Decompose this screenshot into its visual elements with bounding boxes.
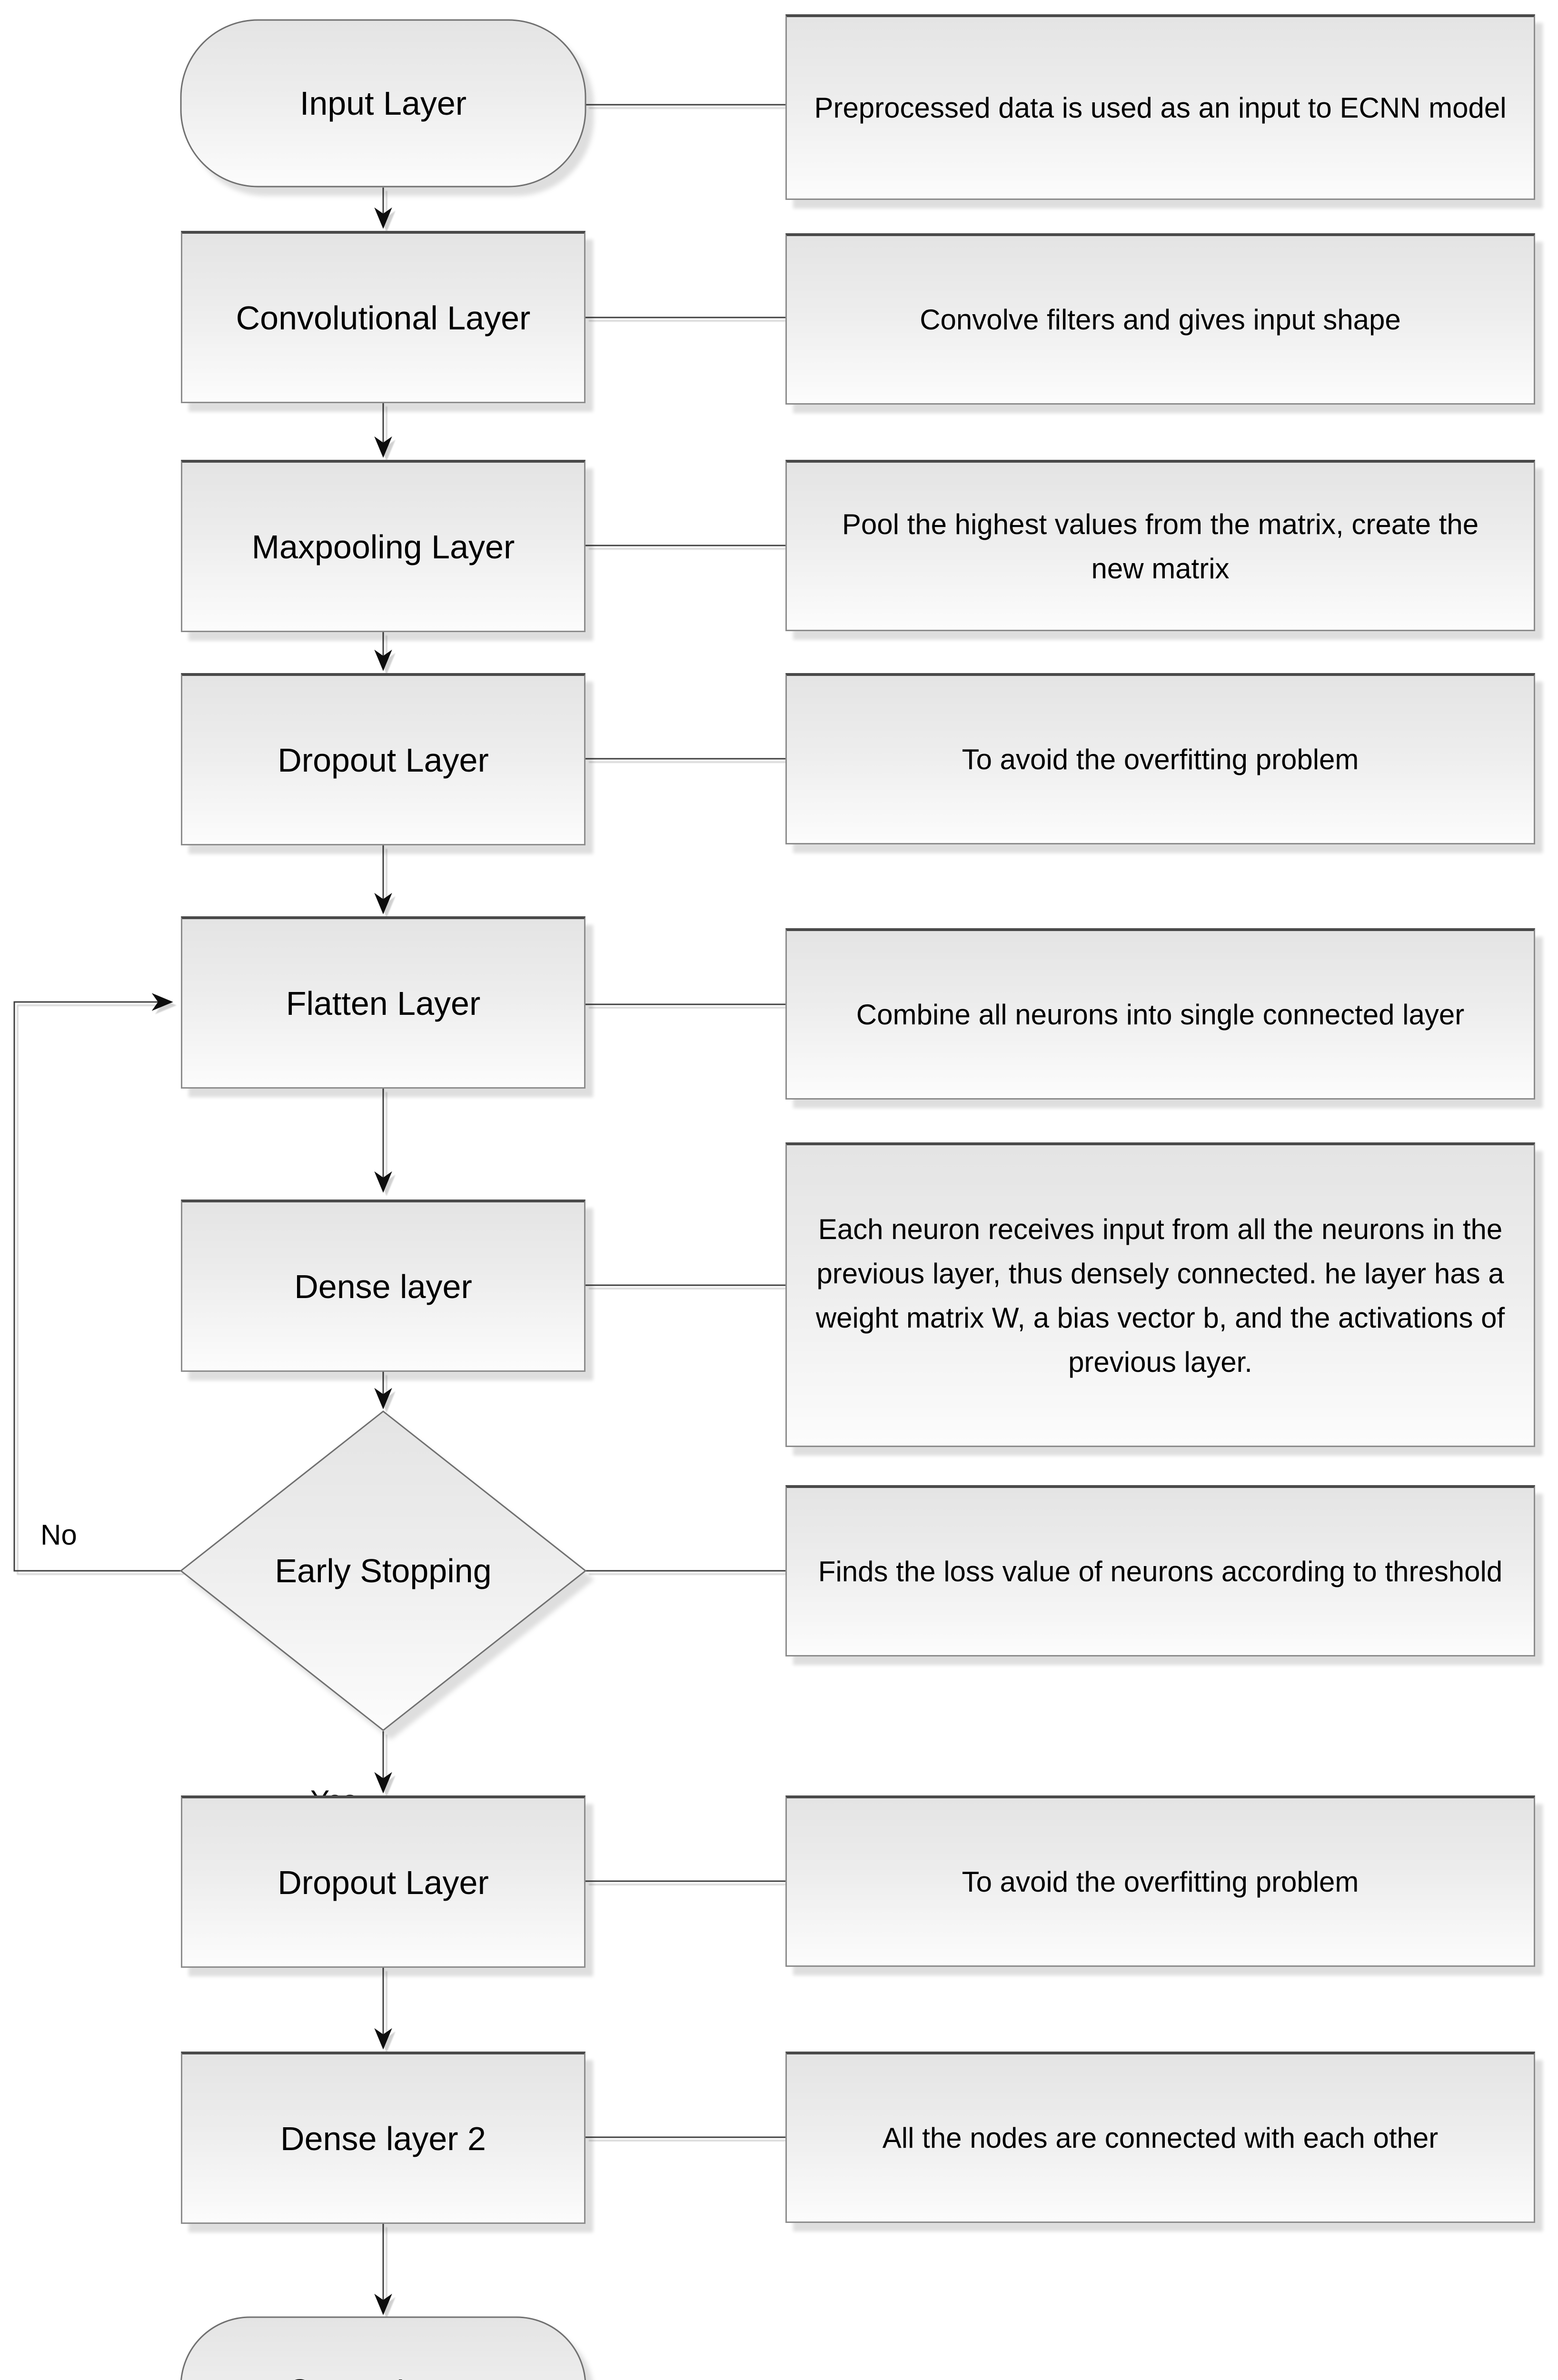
annotation-dense-layer-2: All the nodes are connected with each ot… [785,2052,1535,2223]
node-flatten-layer: Flatten Layer [181,916,585,1089]
annotation-dense-layer-text: Each neuron receives input from all the … [815,1213,1505,1378]
annotation-dense-layer-2-text: All the nodes are connected with each ot… [882,2122,1439,2154]
annotation-early-stopping-text: Finds the loss value of neurons accordin… [818,1556,1503,1587]
input-layer-shape [180,19,586,188]
annotation-maxpooling-layer: Pool the highest values from the matrix,… [785,460,1535,631]
annotation-dropout-layer-2: To avoid the overfitting problem [785,1795,1535,1967]
node-convolutional-layer-label: Convolutional Layer [236,299,531,337]
annotation-dropout-layer-1-text: To avoid the overfitting problem [962,744,1359,775]
shape-layer [179,19,587,2380]
annotation-flatten-layer: Combine all neurons into single connecte… [785,928,1535,1100]
annotation-flatten-layer-text: Combine all neurons into single connecte… [856,999,1465,1031]
no-branch-connector [13,993,181,1572]
node-flatten-layer-label: Flatten Layer [286,984,481,1022]
annotation-links [585,104,785,2138]
node-dropout-layer-1: Dropout Layer [181,673,585,845]
node-maxpooling-layer-label: Maxpooling Layer [251,528,515,565]
no-branch-label: No [40,1519,77,1551]
annotation-input-layer: Preprocessed data is used as an input to… [785,14,1535,200]
early-stopping-shape [179,1410,587,1731]
node-dense-layer-label: Dense layer [294,1268,472,1305]
node-dropout-layer-2: Dropout Layer [181,1795,585,1968]
connector-layer [13,104,785,2315]
annotation-convolutional-layer: Convolve filters and gives input shape [785,233,1535,405]
annotation-dropout-layer-1: To avoid the overfitting problem [785,673,1535,844]
node-maxpooling-layer: Maxpooling Layer [181,460,585,632]
node-dense-layer-2: Dense layer 2 [181,2052,585,2224]
annotation-dropout-layer-2-text: To avoid the overfitting problem [962,1866,1359,1898]
node-convolutional-layer: Convolutional Layer [181,231,585,403]
annotation-early-stopping: Finds the loss value of neurons accordin… [785,1485,1535,1656]
node-dense-layer: Dense layer [181,1200,585,1372]
annotation-dense-layer: Each neuron receives input from all the … [785,1142,1535,1447]
node-dropout-layer-2-label: Dropout Layer [278,1864,489,1901]
node-dense-layer-2-label: Dense layer 2 [280,2120,486,2157]
node-dropout-layer-1-label: Dropout Layer [278,741,489,779]
annotation-input-layer-text: Preprocessed data is used as an input to… [814,92,1507,124]
output-layer-shape [180,2316,586,2380]
annotation-maxpooling-layer-text: Pool the highest values from the matrix,… [842,508,1479,585]
annotation-convolutional-layer-text: Convolve filters and gives input shape [920,304,1401,336]
